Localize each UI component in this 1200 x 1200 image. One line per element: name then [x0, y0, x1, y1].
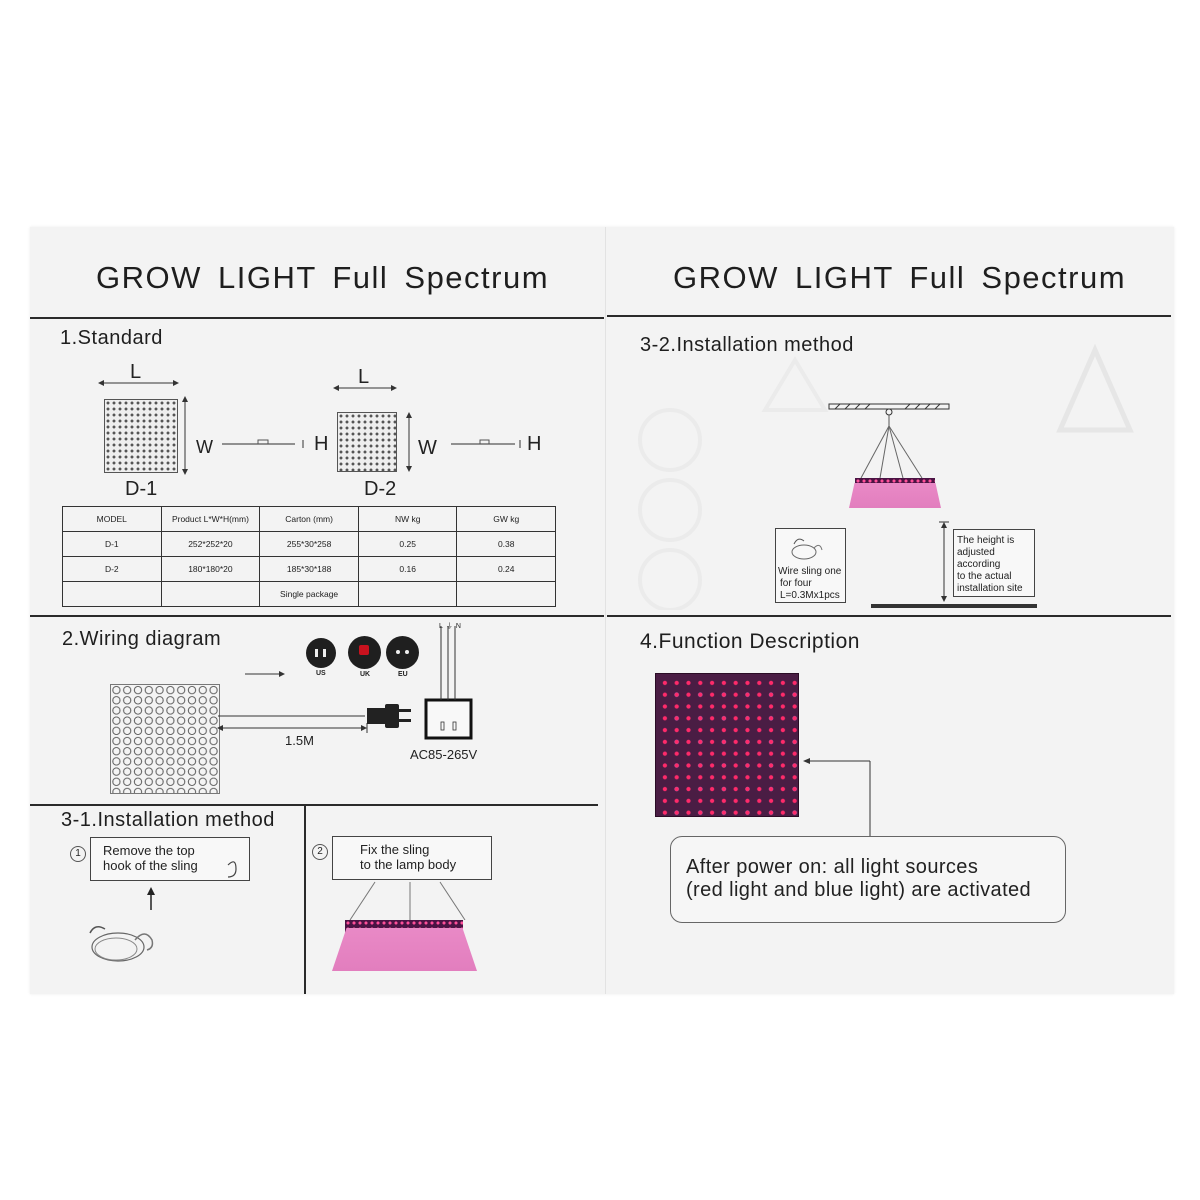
- table-row: D-2 180*180*20 185*30*188 0.16 0.24: [62, 556, 556, 582]
- d1-panel-front: [104, 399, 178, 473]
- standard-heading: 1.Standard: [60, 327, 163, 349]
- voltage-label: AC85-265V: [410, 747, 478, 762]
- wiring-lines: [217, 626, 473, 740]
- table-row: D-1 252*252*20 255*30*258 0.25 0.38: [62, 531, 556, 557]
- d2-width-label: W: [418, 437, 437, 459]
- height-note-line-1: The height is: [957, 535, 1015, 546]
- terminal-l-label: L: [439, 623, 446, 630]
- table-header-cell: NW kg: [357, 506, 458, 532]
- uk-plug-icon: [348, 636, 381, 669]
- plug-uk-label: UK: [360, 671, 371, 678]
- function-heading: 4.Function Description: [640, 630, 860, 653]
- d1-height-label: H: [314, 433, 329, 455]
- table-header-cell: GW kg: [456, 506, 556, 532]
- sling-note-box: [775, 528, 846, 603]
- terminal-ground-label: ⏚: [445, 623, 456, 630]
- ceiling-hanging-illustration: [828, 403, 950, 479]
- table-cell: 252*252*20: [160, 531, 261, 557]
- plug-us-label: US: [316, 670, 326, 677]
- table-cell: 0.25: [357, 531, 458, 557]
- callout-leader-line: [803, 758, 871, 836]
- height-note-box: [953, 529, 1035, 597]
- terminal-labels: L⏚N: [439, 621, 464, 631]
- table-row: Single package: [62, 581, 556, 607]
- step-2-line-2: to the lamp body: [360, 857, 457, 872]
- step-2-line-1: Fix the sling: [360, 842, 430, 857]
- table-cell: D-2: [62, 556, 162, 582]
- step-2-sling-wires: [349, 881, 466, 920]
- eu-plug-icon: [386, 636, 419, 669]
- hanging-lamp-body: [849, 483, 941, 508]
- table-cell: [456, 581, 556, 607]
- sling-note-line-1: Wire sling one: [778, 566, 842, 577]
- table-header-cell: MODEL: [62, 506, 162, 532]
- d2-model-label: D-2: [364, 478, 397, 500]
- table-cell: 0.24: [456, 556, 556, 582]
- function-callout-box: [670, 836, 1066, 923]
- led-panel-lit: [655, 673, 799, 817]
- sling-note-line-2: for four: [780, 578, 812, 589]
- install-31-heading: 3-1.Installation method: [61, 809, 275, 831]
- us-plug-icon: [306, 638, 336, 668]
- page-fold: [605, 227, 606, 994]
- table-cell: [62, 581, 162, 607]
- left-page-title: GROW LIGHT Full Spectrum: [96, 260, 550, 295]
- d2-height-label: H: [527, 433, 542, 455]
- table-cell: 180*180*20: [160, 556, 261, 582]
- cable-length-label: 1.5M: [285, 733, 314, 748]
- height-note-line-3: according: [957, 559, 1001, 570]
- plug-eu-label: EU: [398, 671, 408, 678]
- table-cell: Single package: [259, 581, 359, 607]
- rule-vertical-install: [304, 805, 306, 994]
- table-header-cell: Product L*W*H(mm): [160, 506, 261, 532]
- sling-note-line-3: L=0.3Mx1pcs: [780, 590, 840, 601]
- d1-width-label: W: [196, 437, 213, 457]
- table-cell: 185*30*188: [259, 556, 359, 582]
- dimension-diagram: [98, 380, 521, 475]
- d2-length-label: L: [358, 366, 370, 388]
- right-page-title: GROW LIGHT Full Spectrum: [673, 260, 1127, 295]
- table-cell: 0.38: [456, 531, 556, 557]
- rule-left-top: [30, 317, 604, 319]
- function-line-2: (red light and blue light) are activated: [686, 879, 1032, 901]
- step-2-box: [332, 836, 492, 880]
- table-cell: [160, 581, 261, 607]
- wire-sling-icon: [791, 538, 823, 560]
- step-1-line-2: hook of the sling: [103, 858, 198, 873]
- d2-panel-front: [337, 412, 397, 472]
- background-watermark: [638, 343, 1134, 610]
- function-line-1: After power on: all light sources: [686, 856, 979, 878]
- step-2-lamp-body: [332, 928, 477, 971]
- terminal-n-label: N: [455, 623, 464, 630]
- d1-model-label: D-1: [125, 478, 158, 500]
- table-cell: 0.16: [357, 556, 458, 582]
- step-1-line-1: Remove the top: [103, 843, 195, 858]
- table-cell: 255*30*258: [259, 531, 359, 557]
- rule-left-lower: [30, 804, 598, 806]
- table-cell: [357, 581, 458, 607]
- step-2-number: 2: [312, 844, 328, 860]
- height-note-line-4: to the actual: [957, 571, 1012, 582]
- table-header-cell: Carton (mm): [259, 506, 359, 532]
- height-note-line-5: installation site: [957, 583, 1023, 594]
- install-32-heading: 3-2.Installation method: [640, 334, 854, 356]
- wiring-panel-front: [110, 684, 220, 794]
- spec-table: MODEL Product L*W*H(mm) Carton (mm) NW k…: [62, 506, 556, 607]
- floor-line: [871, 604, 1037, 608]
- height-arrow: [939, 521, 949, 602]
- step-1-number: 1: [70, 846, 86, 862]
- d1-length-label: L: [130, 361, 142, 383]
- sling-hook-illustration: [89, 861, 237, 962]
- height-note-line-2: adjusted: [957, 547, 995, 558]
- rule-right-mid: [607, 615, 1171, 617]
- rule-left-mid: [30, 615, 604, 617]
- table-header-row: MODEL Product L*W*H(mm) Carton (mm) NW k…: [62, 506, 556, 532]
- rule-right-top: [607, 315, 1171, 317]
- wiring-heading: 2.Wiring diagram: [62, 628, 222, 650]
- step-1-box: [90, 837, 250, 881]
- table-cell: D-1: [62, 531, 162, 557]
